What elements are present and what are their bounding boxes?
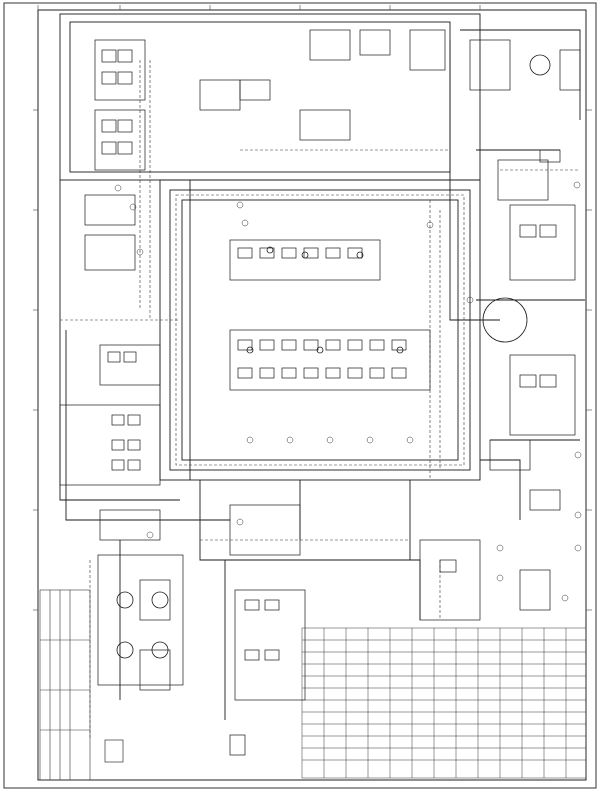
left-upper-valve-group: [84, 39, 146, 271]
left-middle-valve-group: [59, 344, 161, 486]
main-pipe-network: [59, 13, 585, 720]
sheet-inner-border: [37, 9, 587, 781]
central-valve-banks: [229, 239, 431, 556]
sheet-outer-border: [3, 2, 597, 789]
bottom-components: [97, 509, 481, 756]
title-block: [39, 589, 124, 781]
parts-list-table: [301, 627, 587, 779]
top-components: [199, 29, 581, 141]
zone-ticks: [33, 5, 592, 611]
port-markers: [114, 181, 582, 602]
pilot-lines: [60, 60, 580, 740]
right-components: [489, 149, 576, 611]
round-components: [116, 54, 551, 659]
